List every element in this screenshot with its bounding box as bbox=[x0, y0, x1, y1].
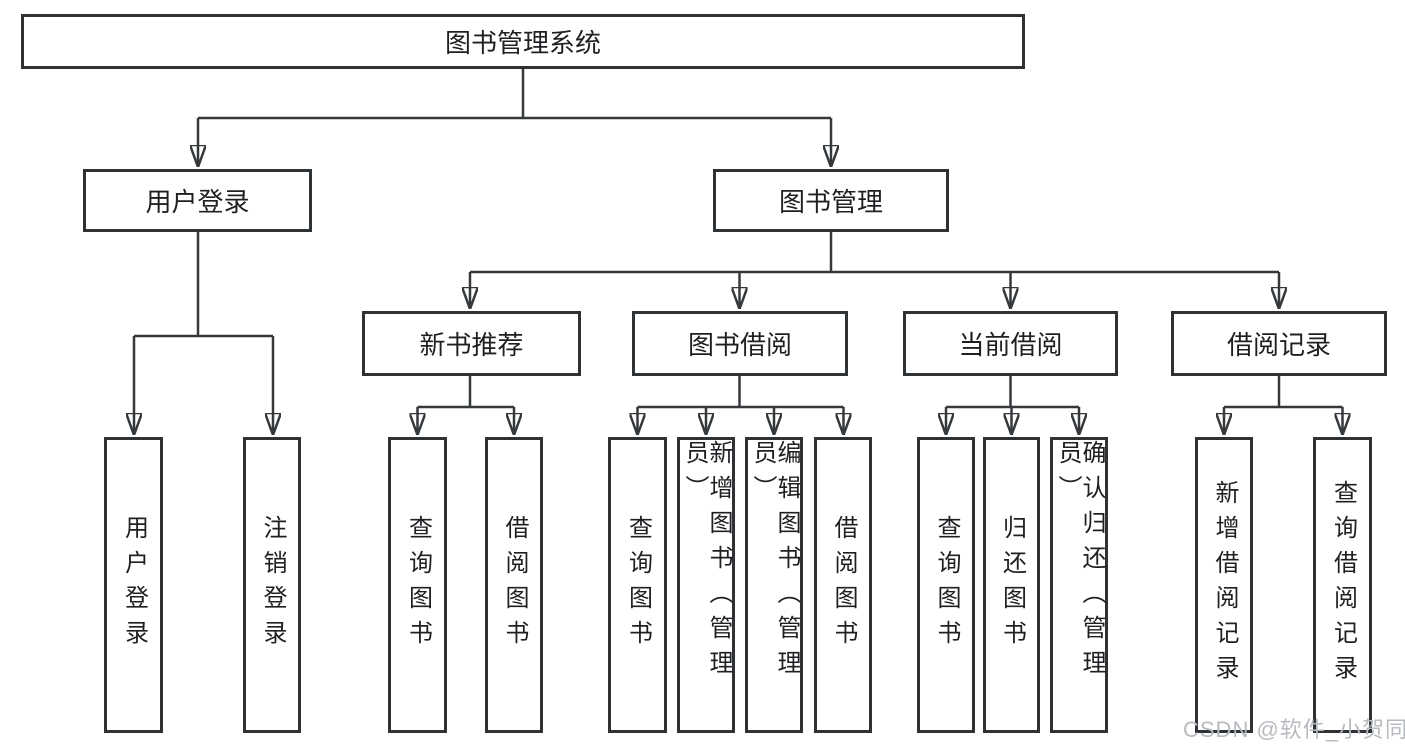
node-user-login: 用户登录 bbox=[83, 169, 312, 232]
leaf-query-books: 查询图书 bbox=[608, 437, 667, 733]
leaf-label: 注销登录 bbox=[259, 515, 286, 655]
leaf-return-books: 归还图书 bbox=[983, 437, 1040, 733]
leaf-add-books-admin: 新增图书（管理员） bbox=[677, 437, 735, 733]
root-node-library-management-system: 图书管理系统 bbox=[21, 14, 1025, 69]
node-current-borrowing: 当前借阅 bbox=[903, 311, 1118, 376]
leaf-label: 查询图书 bbox=[933, 515, 960, 655]
leaf-label: 查询借阅记录 bbox=[1329, 480, 1357, 690]
leaf-user-login: 用户登录 bbox=[104, 437, 163, 733]
leaf-query-books: 查询图书 bbox=[917, 437, 975, 733]
node-new-book-recommend: 新书推荐 bbox=[362, 311, 581, 376]
leaf-label: 借阅图书 bbox=[830, 515, 857, 655]
leaf-confirm-return-admin: 确认归还（管理员） bbox=[1050, 437, 1108, 733]
leaf-label: 新增图书（管理员） bbox=[681, 440, 732, 685]
leaf-label: 归还图书 bbox=[998, 515, 1026, 655]
leaf-label: 用户登录 bbox=[120, 515, 148, 655]
leaf-add-borrow-record: 新增借阅记录 bbox=[1195, 437, 1253, 733]
leaf-label: 确认归还（管理员） bbox=[1054, 440, 1105, 685]
leaf-borrow-books: 借阅图书 bbox=[485, 437, 543, 733]
node-borrowing-records: 借阅记录 bbox=[1171, 311, 1387, 376]
leaf-label: 新增借阅记录 bbox=[1211, 480, 1238, 690]
node-book-borrowing: 图书借阅 bbox=[632, 311, 848, 376]
leaf-query-borrow-record: 查询借阅记录 bbox=[1313, 437, 1372, 733]
leaf-edit-books-admin: 编辑图书（管理员） bbox=[745, 437, 803, 733]
leaf-query-books: 查询图书 bbox=[388, 437, 447, 733]
leaf-label: 查询图书 bbox=[404, 515, 432, 655]
csdn-watermark: CSDN @软件_小贺同学 bbox=[1183, 717, 1405, 742]
leaf-label: 借阅图书 bbox=[501, 515, 528, 655]
leaf-label: 查询图书 bbox=[624, 515, 652, 655]
node-book-management: 图书管理 bbox=[713, 169, 949, 232]
leaf-borrow-books: 借阅图书 bbox=[814, 437, 872, 733]
leaf-logout: 注销登录 bbox=[243, 437, 301, 733]
leaf-label: 编辑图书（管理员） bbox=[749, 440, 800, 685]
